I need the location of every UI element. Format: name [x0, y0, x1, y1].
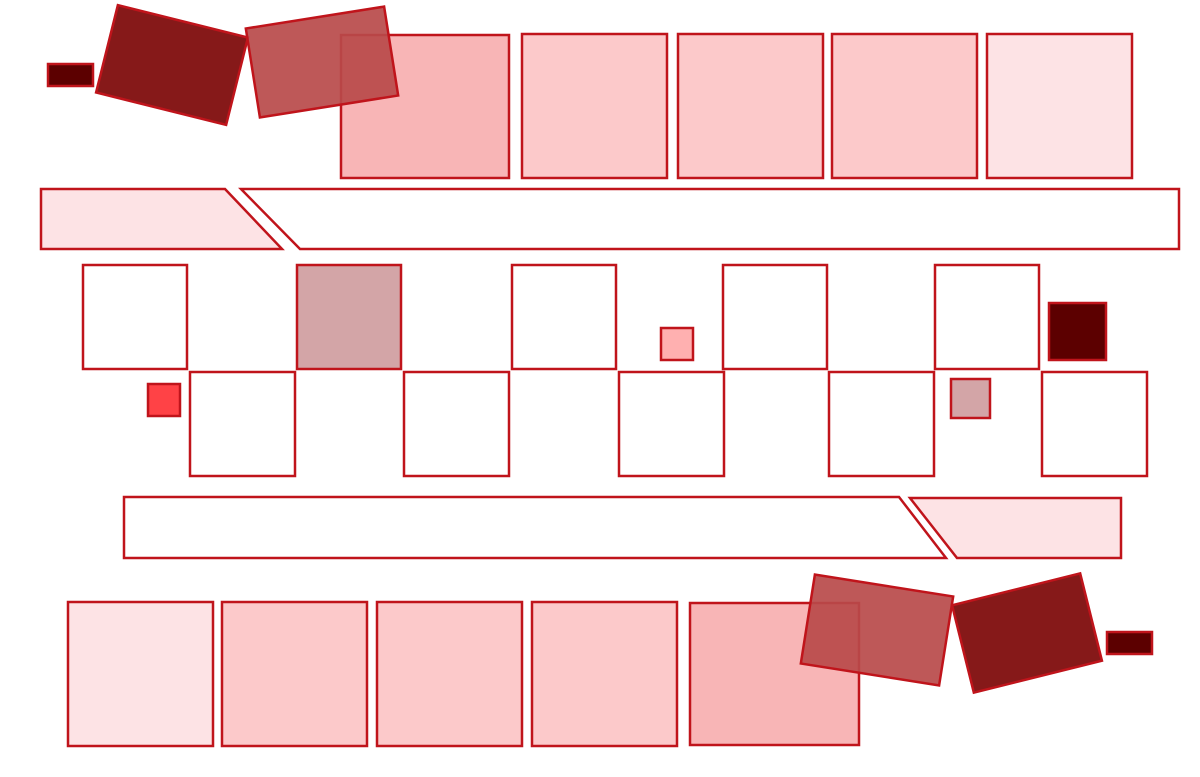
checker-upper-1: [81, 263, 189, 371]
checker-upper-5: [933, 263, 1041, 371]
checker-lower: [188, 370, 1149, 478]
top-tilted-card-medium: [244, 5, 400, 119]
checker-lower-3: [617, 370, 726, 478]
bottom-tile-pink-3: [530, 600, 679, 748]
top-tile-blush: [985, 32, 1134, 180]
checker-upper: [81, 263, 1041, 371]
marker-dark-maroon: [1047, 301, 1108, 362]
checker-upper-3: [510, 263, 618, 371]
top-tiny-tab: [46, 62, 95, 88]
marker-muted-rose: [949, 377, 992, 420]
marker-light-red: [659, 326, 695, 362]
upper-band-right-segment: [238, 187, 1181, 251]
bottom-tiny-tab: [1105, 630, 1154, 656]
markers: [146, 301, 1108, 420]
checker-lower-5: [1040, 370, 1149, 478]
bottom-row: [66, 571, 1154, 748]
checker-lower-2: [402, 370, 511, 478]
lower-band-left-segment: [122, 495, 949, 560]
top-tile-pink-2: [676, 32, 825, 180]
marker-bright-red: [146, 382, 182, 418]
upper-band: [39, 187, 1181, 251]
lower-band: [122, 495, 1123, 560]
checker-lower-1: [188, 370, 297, 478]
checker-upper-4: [721, 263, 829, 371]
checker-upper-2: [295, 263, 403, 371]
top-row: [46, 3, 1134, 180]
top-tilted-card-dark: [94, 3, 250, 127]
top-tile-pink-3: [830, 32, 979, 180]
bottom-tile-blush: [66, 600, 215, 748]
bottom-tilted-card-dark: [950, 571, 1104, 695]
upper-band-left-segment: [39, 187, 285, 251]
checker-lower-4: [827, 370, 936, 478]
bottom-tilted-card-medium: [799, 573, 955, 687]
lower-band-right-segment: [907, 496, 1123, 560]
top-tile-pink-1: [520, 32, 669, 180]
bottom-tile-pink-1: [220, 600, 369, 748]
bottom-tile-pink-2: [375, 600, 524, 748]
